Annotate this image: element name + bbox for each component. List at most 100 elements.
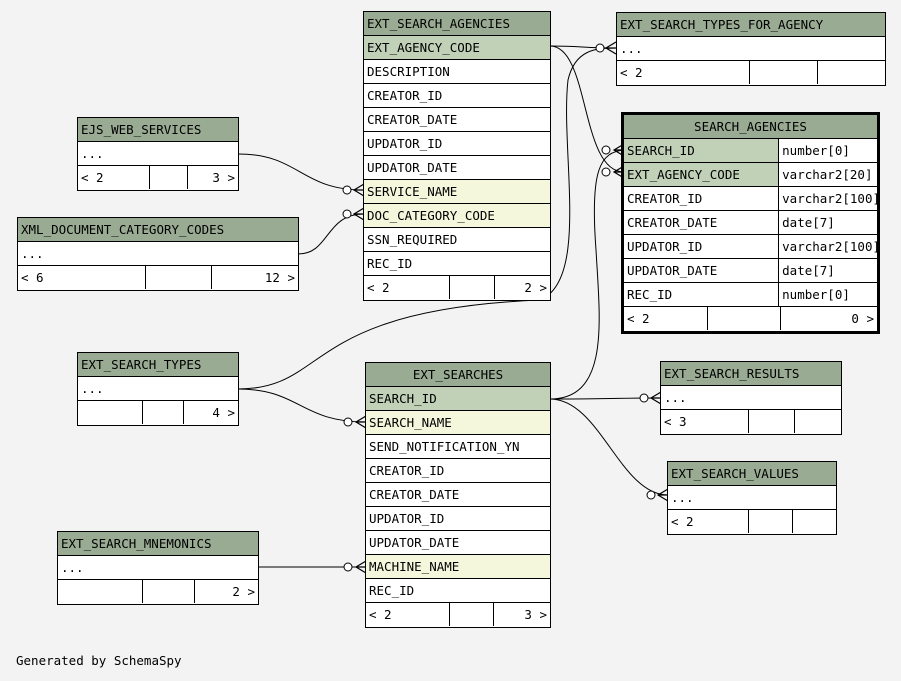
parent-count <box>78 401 143 424</box>
table-search-agencies[interactable]: SEARCH_AGENCIES SEARCH_ID number[0] EXT_… <box>621 112 880 334</box>
column-creator-date: CREATOR_DATE date[7] <box>624 211 877 235</box>
table-body-ellipsis: ... <box>18 242 298 266</box>
column-type: date[7] <box>782 215 835 230</box>
child-count <box>795 410 841 433</box>
table-title: EJS_WEB_SERVICES <box>78 118 238 142</box>
column-creator-date: CREATOR_DATE <box>366 483 550 507</box>
edge-agency-code-search-agencies <box>549 45 625 173</box>
column-updator-date: UPDATOR_DATE date[7] <box>624 259 877 283</box>
column-ext-agency-code: EXT_AGENCY_CODE varchar2[20] <box>624 163 877 187</box>
table-body-ellipsis: ... <box>668 486 836 510</box>
parent-count: < 6 <box>18 266 146 289</box>
table-title: EXT_SEARCHES <box>366 363 550 387</box>
table-ext-search-types-for-agency[interactable]: EXT_SEARCH_TYPES_FOR_AGENCY ... < 2 <box>616 12 886 86</box>
column-name: SEARCH_ID <box>624 139 780 162</box>
parent-count: < 2 <box>624 307 708 330</box>
table-footer: < 2 2 > <box>364 276 550 300</box>
parent-count: < 2 <box>617 61 750 84</box>
table-title: EXT_SEARCH_RESULTS <box>661 362 841 386</box>
parent-count <box>58 580 143 603</box>
parent-count: < 2 <box>364 276 450 299</box>
child-count: 2 > <box>524 280 547 295</box>
column-description: DESCRIPTION <box>364 60 550 84</box>
table-footer: 2 > <box>58 580 258 604</box>
column-type: number[0] <box>782 287 850 302</box>
table-footer: < 2 0 > <box>624 307 877 331</box>
parent-count: < 2 <box>78 166 150 189</box>
table-title: EXT_SEARCH_TYPES <box>78 353 238 377</box>
column-name: REC_ID <box>624 283 780 306</box>
column-send-notification-yn: SEND_NOTIFICATION_YN <box>366 435 550 459</box>
column-rec-id: REC_ID number[0] <box>624 283 877 307</box>
table-ejs-web-services[interactable]: EJS_WEB_SERVICES ... < 2 3 > <box>77 117 239 191</box>
table-footer: < 6 12 > <box>18 266 298 290</box>
generated-by-label: Generated by SchemaSpy <box>16 653 182 668</box>
column-updator-id: UPDATOR_ID <box>364 132 550 156</box>
column-type: varchar2[100] <box>782 191 877 206</box>
table-ext-search-mnemonics[interactable]: EXT_SEARCH_MNEMONICS ... 2 > <box>57 531 259 605</box>
column-name: UPDATOR_DATE <box>624 259 780 282</box>
table-footer: < 2 3 > <box>366 603 550 627</box>
column-creator-id: CREATOR_ID <box>364 84 550 108</box>
table-footer: < 2 <box>617 61 885 85</box>
table-ext-search-values[interactable]: EXT_SEARCH_VALUES ... < 2 <box>667 461 837 535</box>
table-footer: < 3 <box>661 410 841 434</box>
column-name: UPDATOR_ID <box>624 235 780 258</box>
column-search-name: SEARCH_NAME <box>366 411 550 435</box>
parent-count: < 3 <box>661 410 749 433</box>
table-body-ellipsis: ... <box>78 377 238 401</box>
column-creator-id: CREATOR_ID <box>366 459 550 483</box>
child-count: 0 > <box>851 311 874 326</box>
column-creator-date: CREATOR_DATE <box>364 108 550 132</box>
column-search-id: SEARCH_ID <box>366 387 550 411</box>
column-type: date[7] <box>782 263 835 278</box>
table-body-ellipsis: ... <box>58 556 258 580</box>
column-machine-name: MACHINE_NAME <box>366 555 550 579</box>
edge-xml-doc-category-doc-category-code <box>297 213 365 255</box>
column-search-id: SEARCH_ID number[0] <box>624 139 877 163</box>
table-xml-document-category-codes[interactable]: XML_DOCUMENT_CATEGORY_CODES ... < 6 12 > <box>17 217 299 291</box>
edge-search-id-search-results <box>549 397 662 400</box>
column-updator-id: UPDATOR_ID <box>366 507 550 531</box>
column-name: EXT_AGENCY_CODE <box>624 163 780 186</box>
child-count: 4 > <box>212 405 235 420</box>
column-creator-id: CREATOR_ID varchar2[100] <box>624 187 877 211</box>
child-count <box>818 61 885 84</box>
child-count <box>793 510 836 533</box>
column-type: varchar2[20] <box>779 163 877 186</box>
table-body-ellipsis: ... <box>78 142 238 166</box>
table-ext-searches[interactable]: EXT_SEARCHES SEARCH_ID SEARCH_NAME SEND_… <box>365 362 551 628</box>
table-title: XML_DOCUMENT_CATEGORY_CODES <box>18 218 298 242</box>
parent-count: < 2 <box>668 510 749 533</box>
column-ssn-required: SSN_REQUIRED <box>364 228 550 252</box>
child-count: 3 > <box>524 607 547 622</box>
edge-agency-code-types-for-agency <box>549 45 617 49</box>
column-updator-date: UPDATOR_DATE <box>364 156 550 180</box>
column-name: CREATOR_DATE <box>624 211 780 234</box>
table-ext-search-types[interactable]: EXT_SEARCH_TYPES ... 4 > <box>77 352 239 426</box>
table-body-ellipsis: ... <box>617 37 885 61</box>
edge-ejs-web-services-service-name <box>237 153 365 191</box>
edge-search-id-search-values <box>549 398 669 496</box>
table-title: EXT_SEARCH_AGENCIES <box>364 12 550 36</box>
column-rec-id: REC_ID <box>364 252 550 276</box>
column-updator-id: UPDATOR_ID varchar2[100] <box>624 235 877 259</box>
column-doc-category-code: DOC_CATEGORY_CODE <box>364 204 550 228</box>
parent-count: < 2 <box>366 603 450 626</box>
child-count: 3 > <box>212 170 235 185</box>
edge-search-id-search-agencies <box>549 149 625 400</box>
table-title: EXT_SEARCH_MNEMONICS <box>58 532 258 556</box>
column-ext-agency-code: EXT_AGENCY_CODE <box>364 36 550 60</box>
column-rec-id: REC_ID <box>366 579 550 603</box>
table-footer: < 2 3 > <box>78 166 238 190</box>
table-ext-search-results[interactable]: EXT_SEARCH_RESULTS ... < 3 <box>660 361 842 435</box>
table-title: EXT_SEARCH_TYPES_FOR_AGENCY <box>617 13 885 37</box>
column-service-name: SERVICE_NAME <box>364 180 550 204</box>
column-type: number[0] <box>779 139 877 162</box>
child-count: 2 > <box>232 584 255 599</box>
column-name: CREATOR_ID <box>624 187 780 210</box>
column-type: varchar2[100] <box>782 239 877 254</box>
table-ext-search-agencies[interactable]: EXT_SEARCH_AGENCIES EXT_AGENCY_CODE DESC… <box>363 11 551 301</box>
column-updator-date: UPDATOR_DATE <box>366 531 550 555</box>
table-title: SEARCH_AGENCIES <box>624 115 877 139</box>
